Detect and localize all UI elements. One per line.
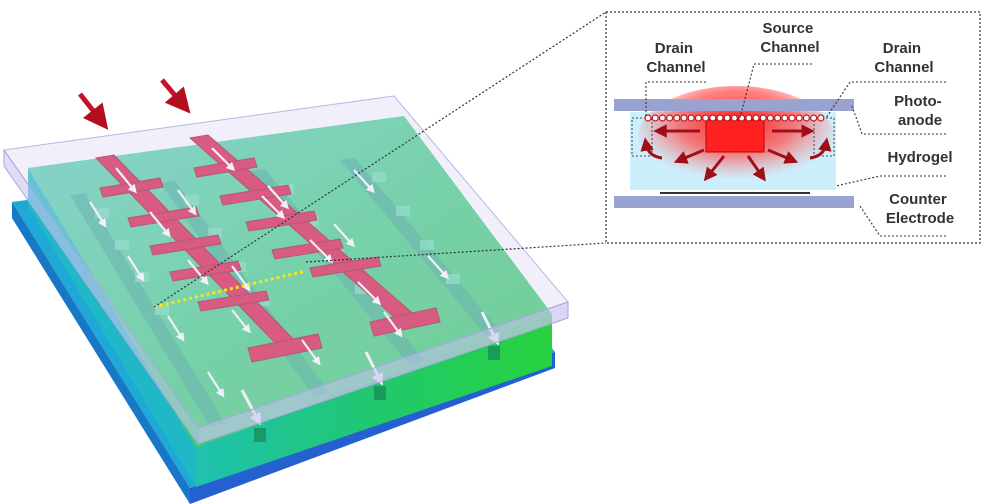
photoanode-particle (781, 114, 789, 122)
photoanode-particle (651, 114, 659, 122)
device-3d (3, 78, 569, 504)
photoanode-particle (788, 114, 796, 122)
inset-photoanode-particles (644, 114, 825, 122)
cross-section-marker (153, 269, 307, 309)
label-counter-electrode: Counter Electrode (886, 191, 954, 227)
label-drain-channel-left: Drain Channel (646, 40, 705, 76)
photoanode-particle (802, 114, 811, 122)
label-hydrogel: Hydrogel (887, 149, 952, 166)
photoanode-particle (658, 114, 667, 122)
label-source-channel: Source Channel (760, 20, 819, 56)
inset-counter-electrode (614, 196, 854, 208)
incident-light-arrows (78, 78, 191, 130)
photoanode-particle (687, 114, 695, 122)
photoanode-particle (795, 114, 803, 122)
photoanode-particle (694, 114, 703, 122)
photoanode-particle (701, 114, 710, 122)
photoanode-particle (723, 114, 731, 122)
zoom-lines (153, 11, 607, 308)
drain-flow-arrows (89, 169, 449, 398)
photoanode-particle (766, 114, 775, 122)
photoanode-particle (730, 114, 739, 122)
cross-section-inset: Drain Channel Source Channel Drain Chann… (605, 11, 981, 244)
inset-leader-lines (645, 63, 946, 237)
inset-labels: Drain Channel Source Channel Drain Chann… (646, 20, 954, 227)
outlet-notches (254, 346, 500, 442)
photoanode-particle (644, 114, 652, 122)
photoanode-particle (716, 114, 724, 122)
photoanode-particle (752, 114, 760, 122)
photoanode-particle (737, 114, 746, 122)
photoanode-particle (709, 114, 717, 122)
source-channels (94, 134, 441, 363)
photoanode-particle (673, 114, 681, 122)
photoanode-particle (773, 114, 782, 122)
inset-flow-arrows (640, 124, 832, 182)
photoanode-particle (809, 114, 818, 122)
label-drain-channel-right: Drain Channel (874, 40, 933, 76)
photoanode-particle (759, 114, 767, 122)
photoanode-particle (680, 114, 688, 122)
photoanode-particle (817, 114, 825, 122)
photoanode-particle (745, 114, 753, 122)
photoanode-glass-cover (3, 95, 569, 446)
label-photoanode: Photo- anode (894, 93, 946, 129)
inset-drain-channel-left (631, 117, 653, 157)
photoanode-particle (665, 114, 674, 122)
inset-photoanode (614, 99, 854, 111)
source-flow-arrows (115, 147, 382, 334)
inset-source-channel (705, 119, 765, 153)
